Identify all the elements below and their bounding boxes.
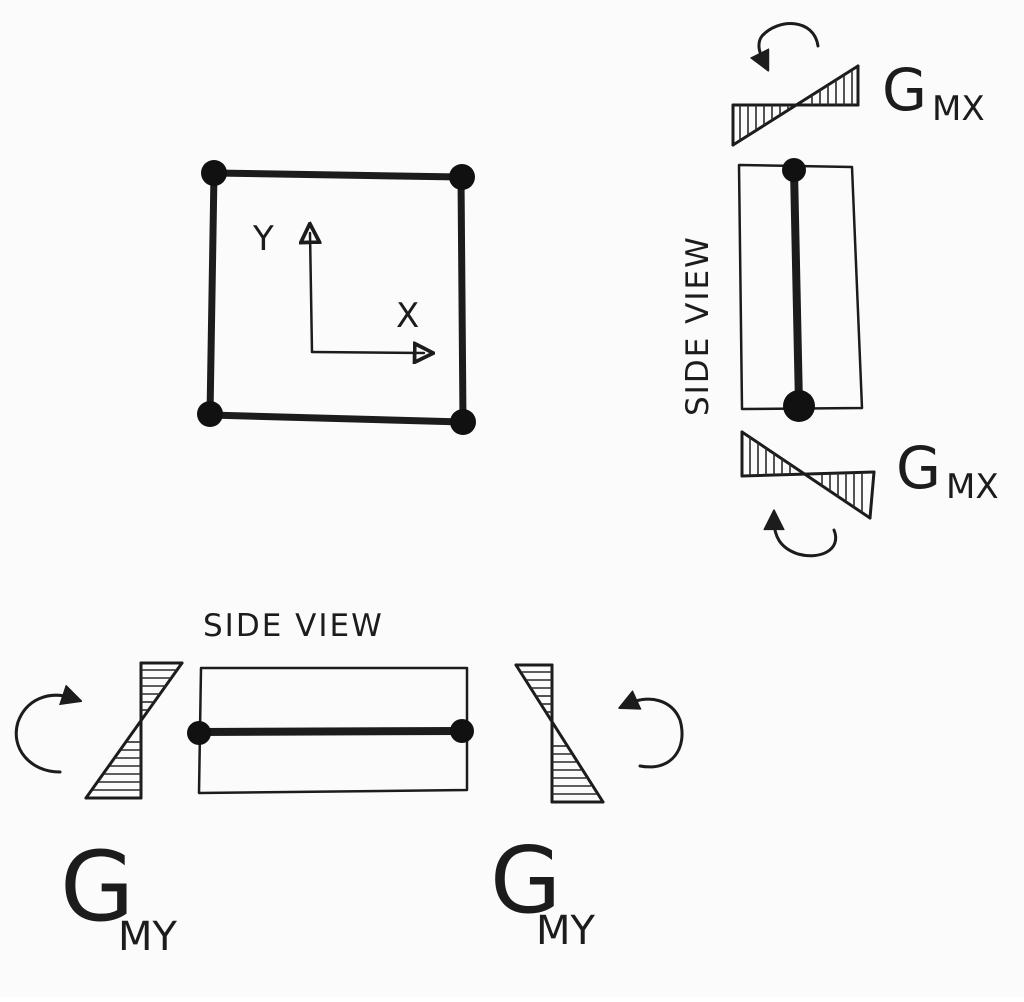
right-stress-diagram <box>514 663 605 804</box>
left-moment-sigma: G <box>60 831 134 943</box>
plan-left-edge <box>206 169 218 419</box>
x-axis-arrow <box>310 352 424 353</box>
side-view-horizontal-node-left <box>187 721 211 745</box>
side-view-vertical-member <box>790 166 803 409</box>
top-moment-sigma: G <box>882 56 927 124</box>
plan-node-bottom-right <box>450 409 476 435</box>
side-view-vertical-frame <box>737 163 864 411</box>
left-stress-diagram <box>84 661 184 800</box>
counterclockwise-arrow-icon <box>759 22 820 62</box>
side-view-horizontal: SIDE VIEW <box>14 608 684 960</box>
right-moment-subscript: MY <box>536 908 596 954</box>
bottom-stress-diagram <box>740 430 876 520</box>
right-moment-sigma: G <box>490 827 561 934</box>
side-view-vertical-label: SIDE VIEW <box>680 235 716 416</box>
plan-bottom-edge <box>206 411 467 426</box>
plan-right-edge <box>457 173 467 426</box>
side-view-vertical-node-top <box>782 158 806 182</box>
y-axis-arrow <box>310 233 312 354</box>
counterclockwise-arrow-icon <box>628 699 684 769</box>
side-view-horizontal-label: SIDE VIEW <box>203 608 384 644</box>
top-stress-diagram <box>731 64 860 147</box>
side-view-horizontal-member <box>196 727 465 736</box>
plan-node-bottom-left <box>197 401 223 427</box>
plan-top-edge <box>210 169 465 181</box>
left-moment-subscript: MY <box>118 914 178 960</box>
clockwise-arrow-icon <box>14 695 72 774</box>
top-moment-subscript: MX <box>932 89 985 129</box>
side-view-vertical: SIDE VIEW <box>680 22 999 558</box>
side-view-vertical-node-bottom <box>783 390 815 422</box>
x-axis-label: X <box>396 296 419 336</box>
plan-view: Y X <box>197 160 476 435</box>
clockwise-arrow-icon <box>774 520 838 558</box>
bottom-moment-subscript: MX <box>946 467 999 507</box>
bottom-moment-sigma: G <box>896 434 941 502</box>
plan-node-top-left <box>201 160 227 186</box>
side-view-horizontal-node-right <box>450 719 474 743</box>
y-axis-label: Y <box>252 219 274 259</box>
plan-node-top-right <box>449 164 475 190</box>
side-view-horizontal-frame <box>197 666 469 795</box>
